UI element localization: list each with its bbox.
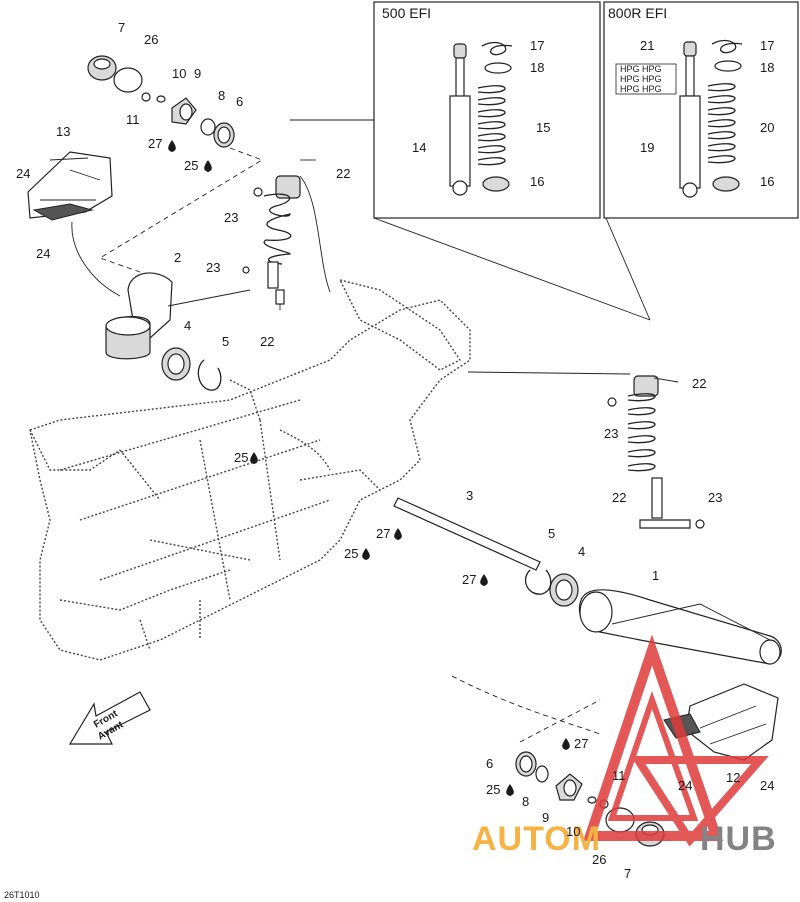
front-arrow: Front Avant: [68, 691, 151, 745]
callout-7a: 7: [118, 20, 125, 35]
callout-1: 1: [652, 568, 659, 583]
callout-24c: 24: [678, 778, 692, 793]
oil-drop-icon: [394, 528, 402, 540]
oil-drop-icon: [506, 784, 514, 796]
box-800r-efi: 800R EFI HPG HPG HPG HPG HPG HPG: [603, 1, 799, 219]
hpg-decals: HPG HPG HPG HPG HPG HPG: [615, 63, 677, 95]
callout-26b: 26: [592, 852, 606, 867]
decal-text-3: HPG HPG: [620, 84, 662, 94]
left-pivot-assembly: [105, 272, 222, 391]
oil-drop-icon: [362, 548, 370, 560]
callout-22a: 22: [692, 376, 706, 391]
callout-10a: 10: [172, 66, 186, 81]
callout-11b: 11: [612, 768, 626, 783]
decal-text-2: HPG HPG: [620, 74, 662, 84]
box-800-title: 800R EFI: [608, 5, 667, 21]
callout-18a: 18: [530, 60, 544, 75]
callout-21: 21: [640, 38, 654, 53]
washer-10: [156, 95, 166, 103]
callout-3: 3: [466, 488, 473, 503]
seal-8: [200, 118, 216, 136]
callout-4b: 4: [578, 544, 585, 559]
upper-left-hub-parts: [87, 55, 235, 148]
callout-22d: 22: [260, 334, 274, 349]
figure-code: 26T1010: [4, 890, 40, 900]
callout-14: 14: [412, 140, 426, 155]
callout-24b: 24: [36, 246, 50, 261]
callout-9a: 9: [194, 66, 201, 81]
oil-drop-icon: [480, 574, 488, 586]
callout-18b: 18: [760, 60, 774, 75]
callout-11a: 11: [126, 112, 140, 127]
callout-17a: 17: [530, 38, 544, 53]
callout-6b: 6: [486, 756, 493, 771]
shaft-3: [393, 497, 541, 571]
callout-4a: 4: [184, 318, 191, 333]
callout-24d: 24: [760, 778, 774, 793]
callout-12: 12: [726, 770, 740, 785]
callout-5a: 5: [222, 334, 229, 349]
callout-17b: 17: [760, 38, 774, 53]
decal-text-1: HPG HPG: [620, 64, 662, 74]
oil-drop-icon: [562, 738, 570, 750]
callout-25a: 25: [184, 158, 198, 173]
callout-8a: 8: [218, 88, 225, 103]
callout-23d: 23: [206, 260, 220, 275]
seal-8b: [535, 765, 549, 783]
box-500-efi: 500 EFI: [373, 1, 601, 219]
callout-15: 15: [536, 120, 550, 135]
box-500-title: 500 EFI: [382, 5, 431, 21]
callout-20: 20: [760, 120, 774, 135]
callout-6a: 6: [236, 94, 243, 109]
callout-2: 2: [174, 250, 181, 265]
callout-23a: 23: [604, 426, 618, 441]
oil-drop-icon: [204, 160, 212, 172]
callout-13: 13: [56, 124, 70, 139]
assembly-guides: [71, 99, 651, 743]
clamp-ring-26: [113, 67, 143, 93]
callout-26a: 26: [144, 32, 158, 47]
callout-9b: 9: [542, 810, 549, 825]
callout-5b: 5: [548, 526, 555, 541]
callout-22b: 22: [612, 490, 626, 505]
watermark-text-left: AUTOM: [472, 820, 601, 858]
chassis-frame: [29, 278, 471, 661]
lube-drop-icons: [168, 140, 570, 796]
callout-25d: 25: [486, 782, 500, 797]
callout-25c: 25: [344, 546, 358, 561]
pivot-shaft: [393, 497, 579, 607]
callout-10b: 10: [566, 824, 580, 839]
watermark-text-right: HUB: [700, 820, 777, 858]
circlip-5: [197, 359, 222, 391]
circlip-5b: [525, 569, 552, 595]
callout-22c: 22: [336, 166, 350, 181]
callout-8b: 8: [522, 794, 529, 809]
washer-10b: [587, 796, 597, 804]
callout-27b: 27: [376, 526, 390, 541]
left-guard: [27, 151, 113, 221]
callout-27d: 27: [574, 736, 588, 751]
center-shock: [242, 159, 316, 310]
callout-27a: 27: [148, 136, 162, 151]
callout-19: 19: [640, 140, 654, 155]
right-shock: [607, 375, 705, 529]
watermark-logo: AUTOM HUB: [472, 634, 777, 858]
callout-7b: 7: [624, 866, 631, 881]
callout-23b: 23: [708, 490, 722, 505]
oil-drop-icon: [168, 140, 176, 152]
callout-16b: 16: [760, 174, 774, 189]
callout-27c: 27: [462, 572, 476, 587]
nut-11: [141, 92, 151, 102]
oil-drop-icon: [250, 452, 258, 464]
callout-24a: 24: [16, 166, 30, 181]
callout-25b: 25: [234, 450, 248, 465]
callout-labels: 17 18 15 14 16 21 17 18 20 19 16 22 23 2…: [4, 20, 774, 900]
swing-arm: [578, 589, 782, 665]
callout-16a: 16: [530, 174, 544, 189]
callout-23c: 23: [224, 210, 238, 225]
